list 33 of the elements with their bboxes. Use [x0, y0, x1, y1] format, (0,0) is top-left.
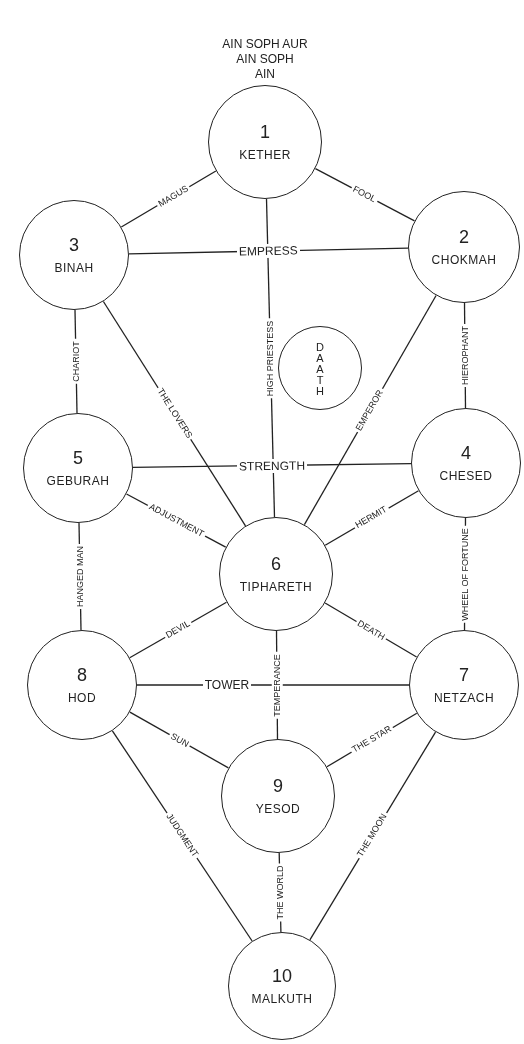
- edge-label: HANGED MAN: [74, 544, 86, 609]
- sephirah-number: 2: [459, 228, 469, 246]
- sephirah-name: YESOD: [255, 803, 301, 815]
- sephirah-number: 3: [69, 236, 79, 254]
- sephirah-number: 8: [77, 666, 87, 684]
- sephirah-name: TIPHARETH: [239, 581, 313, 593]
- sephirah-number: 6: [271, 555, 281, 573]
- top-label: AIN SOPH AUR: [222, 38, 308, 50]
- sephirah-number: 5: [73, 449, 83, 467]
- edge-label: STRENGTH: [236, 458, 308, 473]
- sephirah-number: 1: [260, 123, 270, 141]
- sephirah-number: 9: [273, 777, 283, 795]
- sephirah-name: DAATH: [314, 340, 326, 396]
- top-label: AIN SOPH: [236, 53, 294, 65]
- sephirah-name: KETHER: [239, 149, 291, 161]
- edge-label: WHEEL OF FORTUNE: [459, 525, 471, 623]
- sephirah-name: BINAH: [54, 262, 94, 274]
- sephirah-name: CHESED: [439, 470, 493, 482]
- sephirah-number: 4: [461, 444, 471, 462]
- sephirah-number: 10: [272, 967, 292, 985]
- edge-label: EMPRESS: [236, 243, 300, 259]
- edge-label: THE WORLD: [274, 863, 286, 922]
- sephirah-name: MALKUTH: [251, 993, 313, 1005]
- edge-label: HIGH PRIESTESS: [264, 318, 276, 398]
- edge-label: CHARIOT: [70, 339, 82, 384]
- sephirah-number: 7: [459, 666, 469, 684]
- sephirah-name: HOD: [67, 692, 97, 704]
- sephirah-name: GEBURAH: [46, 475, 110, 487]
- edge-label: HIEROPHANT: [459, 324, 471, 387]
- edge-label: TEMPERANCE: [271, 651, 283, 719]
- sephirah-name: NETZACH: [433, 692, 495, 704]
- edge-label: TOWER: [202, 678, 252, 692]
- sephirah-name: CHOKMAH: [431, 254, 497, 266]
